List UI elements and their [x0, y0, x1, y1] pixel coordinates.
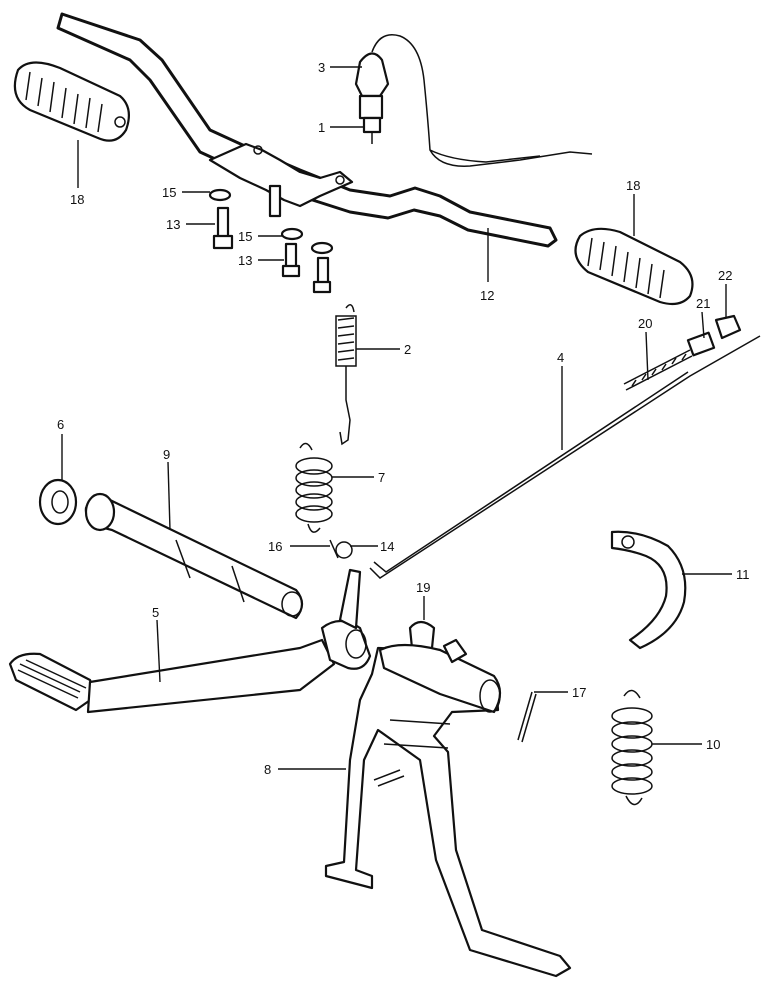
collar	[38, 478, 78, 526]
main-stand	[324, 638, 572, 978]
callout-labels: 1 2 3 4 5 6 7 8 9 10 11 12 13 13 14 15 1…	[57, 60, 750, 777]
callout-22: 22	[718, 268, 732, 283]
callout-18-left: 18	[70, 192, 84, 207]
pin-and-washer	[329, 539, 353, 559]
callout-2: 2	[404, 342, 411, 357]
callout-5: 5	[152, 605, 159, 620]
callout-1: 1	[318, 120, 325, 135]
stop-switch	[354, 34, 593, 167]
pivot-shaft	[84, 492, 304, 620]
callout-16: 16	[268, 539, 282, 554]
footrest-rubber-left	[13, 61, 131, 142]
callout-10: 10	[706, 737, 720, 752]
rubber-cap	[408, 620, 436, 650]
callout-17: 17	[572, 685, 586, 700]
brake-pedal	[8, 568, 372, 714]
callout-4: 4	[557, 350, 564, 365]
callout-14: 14	[380, 539, 394, 554]
cotter-pin	[517, 691, 537, 743]
callout-15-upper: 15	[162, 185, 176, 200]
callout-6: 6	[57, 417, 64, 432]
callout-9: 9	[163, 447, 170, 462]
callout-19: 19	[416, 580, 430, 595]
callout-20: 20	[638, 316, 652, 331]
callout-12: 12	[480, 288, 494, 303]
callout-7: 7	[378, 470, 385, 485]
stand-spring-lower	[611, 689, 653, 806]
brake-rod	[369, 335, 761, 579]
footrest-bar	[56, 12, 558, 248]
stop-switch-spring	[335, 304, 357, 446]
callout-13-upper: 13	[166, 217, 180, 232]
stand-stopper	[610, 530, 687, 650]
callout-8: 8	[264, 762, 271, 777]
adjuster-parts	[623, 314, 742, 391]
callout-15-lower: 15	[238, 229, 252, 244]
callout-13-lower: 13	[238, 253, 252, 268]
footrest-rubber-right	[574, 227, 694, 306]
leader-lines	[61, 66, 732, 770]
stand-spring-upper	[295, 442, 333, 533]
callout-21: 21	[696, 296, 710, 311]
callout-18-right: 18	[626, 178, 640, 193]
bolts-and-washers	[208, 184, 334, 294]
callout-11: 11	[736, 567, 750, 582]
callout-3: 3	[318, 60, 325, 75]
